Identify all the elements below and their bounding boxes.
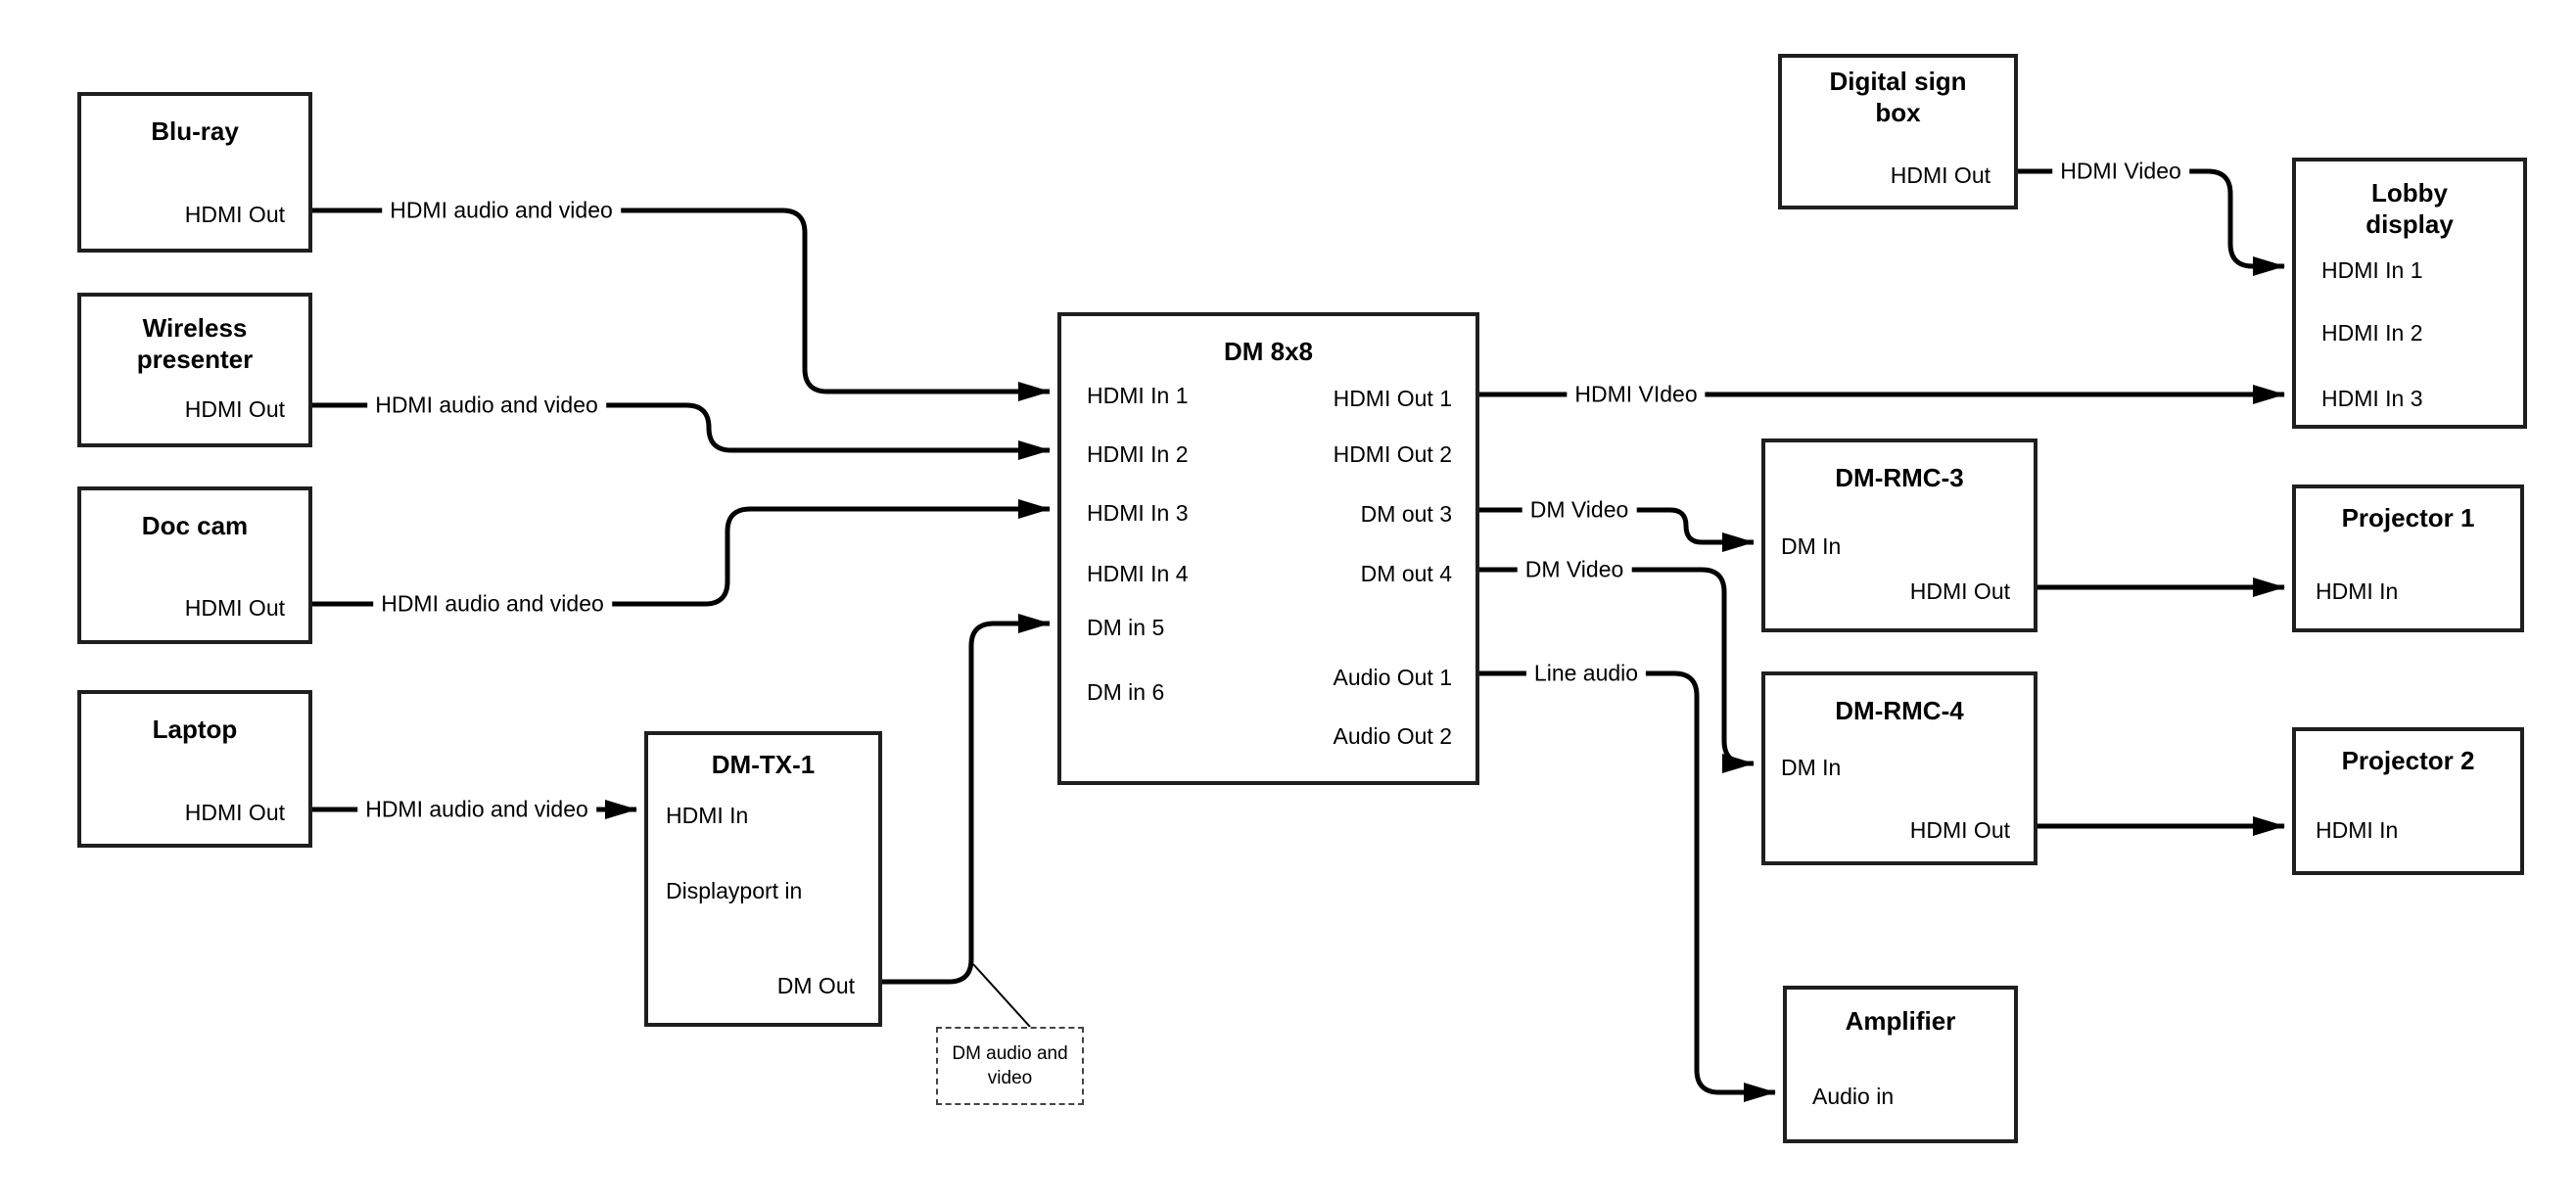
port-displayport-in: Displayport in	[666, 878, 803, 903]
port-dm-out: DM Out	[776, 973, 855, 998]
port-hdmi-in-2: HDMI In 2	[2321, 320, 2423, 346]
edge-label-hdmi-video-digisign[interactable]: HDMI Video	[2052, 158, 2189, 185]
port-dm-in: DM In	[1781, 533, 1842, 559]
connector-dm8x8-out4-to-dmrmc4[interactable]	[1479, 567, 1755, 773]
edge-label-dm-video-4[interactable]: DM Video	[1517, 556, 1632, 583]
port-audio-in: Audio in	[1812, 1084, 1895, 1109]
node-wireless-presenter[interactable]: Wireless presenter HDMI Out	[77, 293, 312, 447]
node-laptop[interactable]: Laptop HDMI Out	[77, 690, 312, 848]
node-dm-8x8[interactable]: DM 8x8 HDMI In 1 HDMI In 2 HDMI In 3 HDM…	[1057, 312, 1479, 785]
port-hdmi-out-2: HDMI Out 2	[1333, 441, 1452, 467]
connector-doccam-to-dm8x8-in3[interactable]	[312, 499, 1051, 607]
connector-wireless-to-dm8x8-in2[interactable]	[312, 402, 1051, 460]
edge-label-doccam[interactable]: HDMI audio and video	[373, 590, 612, 618]
port-hdmi-out-1: HDMI Out 1	[1333, 386, 1452, 411]
node-dm-rmc-3[interactable]: DM-RMC-3 DM In HDMI Out	[1761, 439, 2037, 632]
node-title: Amplifier	[1845, 1006, 1956, 1036]
edge-label-bluray[interactable]: HDMI audio and video	[382, 197, 621, 224]
node-amplifier[interactable]: Amplifier Audio in	[1783, 986, 2018, 1143]
port-hdmi-in-1: HDMI In 1	[1087, 383, 1189, 408]
connector-bluray-to-dm8x8-in1[interactable]	[312, 208, 1051, 401]
node-title: Blu-ray	[151, 116, 239, 146]
port-dm-in: DM In	[1781, 755, 1842, 780]
port-hdmi-in-2: HDMI In 2	[1087, 441, 1189, 467]
node-title: Projector 2	[2341, 746, 2475, 775]
port-hdmi-in-3: HDMI In 3	[1087, 500, 1189, 526]
connector-dm8x8-out3-to-dmrmc3[interactable]	[1479, 507, 1755, 552]
node-title: Lobby display	[2365, 178, 2454, 239]
port-hdmi-out: HDMI Out	[184, 595, 285, 621]
connector-dm8x8-audio1-to-amplifier[interactable]	[1479, 670, 1776, 1102]
node-title: DM-TX-1	[711, 750, 816, 779]
port-dm-out-3: DM out 3	[1360, 501, 1452, 527]
node-doc-cam[interactable]: Doc cam HDMI Out	[77, 486, 312, 644]
note-dm-audio-and-video[interactable]: DM audio and video	[936, 1027, 1084, 1105]
note-leader-line	[972, 963, 1031, 1028]
connector-dmtx1-to-dm8x8-in5[interactable]	[882, 614, 1051, 985]
node-title: Projector 1	[2341, 503, 2475, 532]
port-hdmi-in-1: HDMI In 1	[2321, 257, 2423, 283]
node-dm-tx-1[interactable]: DM-TX-1 HDMI In Displayport in DM Out	[644, 731, 882, 1027]
port-audio-out-2: Audio Out 2	[1333, 723, 1452, 749]
port-hdmi-out: HDMI Out	[184, 202, 285, 227]
node-title: Laptop	[152, 715, 238, 744]
port-audio-out-1: Audio Out 1	[1333, 665, 1452, 690]
port-dm-in-6: DM in 6	[1087, 679, 1165, 705]
node-dm-rmc-4[interactable]: DM-RMC-4 DM In HDMI Out	[1761, 671, 2037, 865]
node-digital-sign-box[interactable]: Digital sign box HDMI Out	[1778, 54, 2018, 209]
edge-label-hdmi-video-out1[interactable]: HDMI VIdeo	[1567, 381, 1706, 408]
edge-label-dm-video-3[interactable]: DM Video	[1522, 496, 1637, 524]
port-hdmi-out: HDMI Out	[1890, 162, 1991, 188]
node-title: Wireless presenter	[136, 313, 254, 374]
node-title: Digital sign box	[1829, 67, 1967, 127]
node-title: DM-RMC-3	[1835, 463, 1964, 492]
edge-label-wireless[interactable]: HDMI audio and video	[367, 392, 606, 419]
port-dm-out-4: DM out 4	[1360, 561, 1452, 586]
node-title: DM-RMC-4	[1835, 696, 1964, 725]
port-hdmi-out: HDMI Out	[184, 800, 285, 825]
node-title: Doc cam	[141, 511, 249, 540]
node-title: DM 8x8	[1223, 337, 1314, 366]
port-hdmi-out: HDMI Out	[184, 396, 285, 422]
edge-label-line-audio[interactable]: Line audio	[1525, 660, 1647, 687]
port-hdmi-in: HDMI In	[2316, 817, 2399, 843]
node-lobby-display[interactable]: Lobby display HDMI In 1 HDMI In 2 HDMI I…	[2292, 158, 2527, 429]
port-hdmi-in: HDMI In	[2316, 578, 2399, 604]
node-projector-2[interactable]: Projector 2 HDMI In	[2292, 727, 2524, 875]
port-hdmi-out: HDMI Out	[1909, 578, 2010, 604]
port-hdmi-in-4: HDMI In 4	[1087, 561, 1189, 586]
port-hdmi-in-3: HDMI In 3	[2321, 386, 2423, 411]
node-bluray[interactable]: Blu-ray HDMI Out	[77, 92, 312, 253]
edge-label-laptop[interactable]: HDMI audio and video	[357, 796, 596, 823]
node-projector-1[interactable]: Projector 1 HDMI In	[2292, 485, 2524, 632]
port-hdmi-out: HDMI Out	[1909, 817, 2010, 843]
connector-digisign-to-lobby-in1[interactable]	[2018, 168, 2285, 276]
port-dm-in-5: DM in 5	[1087, 615, 1165, 640]
port-hdmi-in: HDMI In	[666, 803, 749, 828]
